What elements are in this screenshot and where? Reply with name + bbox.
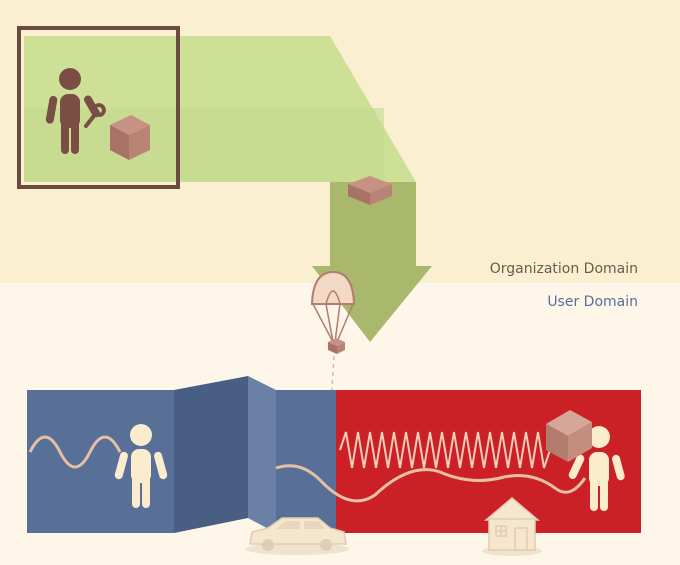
package-box-icon: [546, 410, 592, 462]
high-frequency-signal: [339, 431, 551, 469]
organization-domain-label: Organization Domain: [489, 261, 638, 277]
signal-wave: [28, 435, 122, 469]
developer-figure-icon: [45, 68, 100, 154]
developer-frame: [17, 26, 180, 189]
user-figure-icon: [568, 426, 625, 511]
package-box-icon: [110, 115, 150, 160]
wrench-icon: [84, 103, 106, 128]
blue-user-environment: [27, 376, 336, 533]
car-icon: [245, 517, 349, 555]
parachute-icon: [310, 270, 356, 421]
user-domain-label: User Domain: [547, 294, 638, 310]
user-figure-icon: [114, 424, 168, 508]
package-box-icon: [348, 176, 392, 205]
house-icon: [482, 497, 542, 556]
signal-wave: [275, 464, 587, 503]
